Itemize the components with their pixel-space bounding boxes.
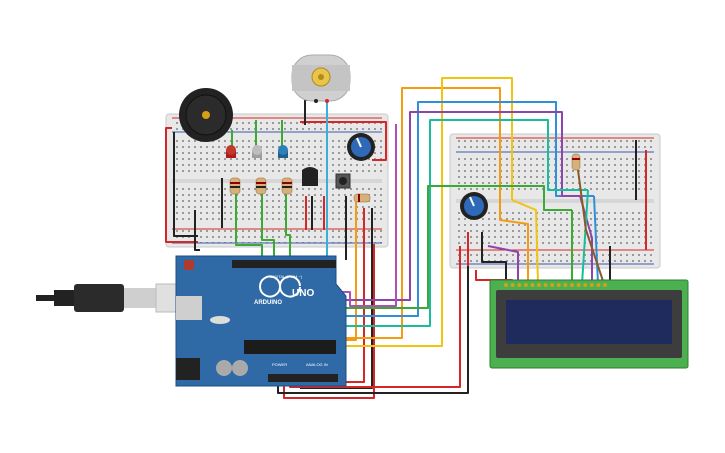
wire-orange — [346, 196, 357, 341]
potentiometer-right[interactable] — [460, 192, 488, 220]
push-button[interactable] — [335, 173, 351, 189]
lcd-pin[interactable] — [510, 283, 515, 287]
wire-cyan — [581, 189, 589, 285]
wire-red — [300, 121, 387, 161]
lcd-pin[interactable] — [537, 283, 541, 287]
lcd-pin[interactable] — [504, 283, 508, 287]
lcd-pin[interactable] — [589, 283, 594, 287]
lcd-pin[interactable] — [596, 283, 601, 287]
lcd-pin[interactable] — [523, 283, 528, 287]
potentiometer-left[interactable] — [347, 133, 375, 161]
dc-motor[interactable] — [291, 54, 351, 103]
transistor[interactable] — [302, 167, 318, 186]
wire-green — [261, 185, 275, 265]
arduino-uno[interactable]: ARDUINO UNO DIGITAL (PWM ~) POWER ANALOG… — [175, 255, 347, 387]
lcd-pin[interactable] — [576, 283, 581, 287]
lcd-pin[interactable] — [583, 283, 588, 287]
buzzer[interactable] — [179, 88, 233, 142]
wire-green — [285, 185, 291, 265]
lcd-pin-header — [504, 283, 607, 287]
led-white[interactable] — [252, 145, 262, 158]
lcd-pin[interactable] — [603, 283, 607, 287]
wire-black — [173, 132, 198, 237]
lcd-pin[interactable] — [563, 283, 568, 287]
wire-red — [283, 244, 375, 399]
wire-purple — [487, 245, 519, 284]
led-red[interactable] — [226, 145, 236, 158]
wire-blue — [593, 195, 599, 285]
wire-black — [481, 232, 507, 284]
arduino-analog-label: ANALOG IN — [306, 362, 328, 367]
wire-magenta — [338, 124, 397, 307]
wire-brown — [577, 169, 605, 285]
arduino-digital-label: DIGITAL (PWM ~) — [270, 274, 303, 279]
wire-black — [194, 210, 200, 251]
lcd-display[interactable] — [489, 279, 689, 369]
wire-red — [165, 127, 198, 243]
lcd-pin[interactable] — [517, 283, 522, 287]
wire-orange — [499, 192, 529, 284]
usb-cable — [36, 283, 179, 313]
lcd-pin[interactable] — [550, 283, 555, 287]
resistors[interactable] — [229, 153, 581, 203]
wire-green — [235, 185, 263, 265]
lcd-pin[interactable] — [543, 283, 548, 287]
lcd-pin[interactable] — [570, 283, 574, 287]
arduino-brand-label: ARDUINO — [254, 300, 282, 306]
arduino-model-label: UNO — [292, 288, 314, 299]
lcd-pin[interactable] — [530, 283, 535, 287]
arduino-power-label: POWER — [272, 362, 287, 367]
lcd-pin[interactable] — [556, 283, 561, 287]
wire-yellow — [511, 199, 539, 285]
led-blue[interactable] — [278, 145, 288, 158]
